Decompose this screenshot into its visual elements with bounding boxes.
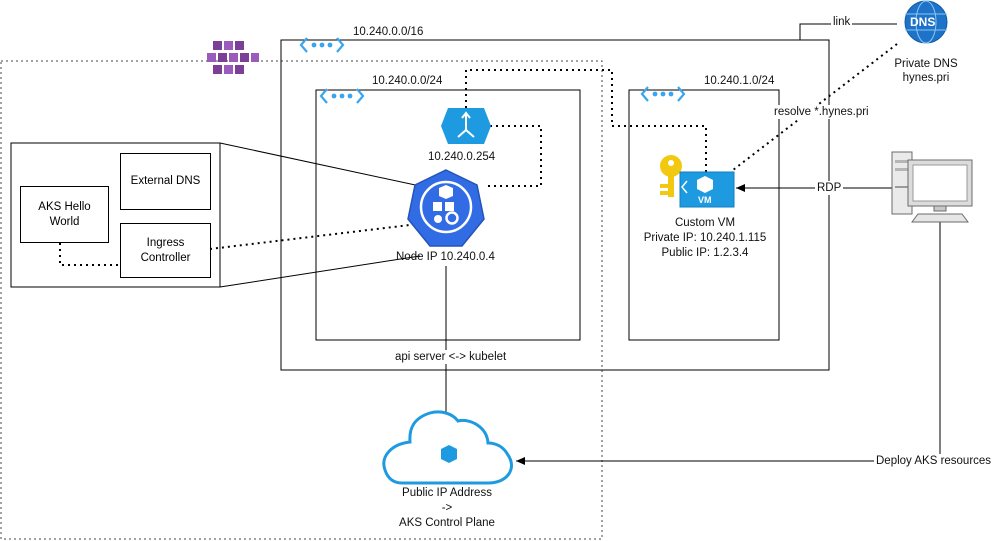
hello-to-ingress-dotted	[59, 243, 120, 266]
dns-zone-label: Private DNS hynes.pri	[876, 57, 976, 85]
lb-to-vm-dotted	[465, 69, 707, 172]
vm-details: Custom VM Private IP: 10.240.1.115 Publi…	[630, 216, 780, 261]
dns-link-line	[799, 23, 897, 40]
subnet-vm-icon	[640, 86, 686, 102]
container-registry-icon	[207, 41, 259, 74]
pod-zoom-callout	[10, 142, 221, 288]
pod-ingress-controller: Ingress Controller	[120, 223, 211, 278]
vm-badge-label: VM	[698, 195, 712, 205]
vnet-box	[280, 39, 830, 371]
subnet-aks-icon	[319, 88, 365, 104]
load-balancer-icon	[441, 108, 491, 144]
load-balancer-ip-label: 10.240.0.254	[428, 151, 496, 163]
pod-aks-hello-world: AKS Hello World	[20, 186, 109, 243]
vm-key-icon	[660, 155, 682, 197]
subnet-vm-box	[628, 89, 780, 341]
ingress-to-node-dotted	[209, 224, 411, 250]
kubernetes-icon	[407, 169, 485, 247]
vm-private-ip-label: Private IP: 10.240.1.115	[643, 232, 767, 244]
control-plane-line3: AKS Control Plane	[399, 517, 495, 529]
lb-to-node-dotted	[488, 125, 542, 187]
vnet-cidr-label: 10.240.0.0/16	[353, 26, 424, 38]
dns-globe-icon	[904, 0, 948, 44]
subnet-aks-box	[315, 89, 581, 341]
control-plane-label: Public IP Address -> AKS Control Plane	[372, 486, 522, 531]
desktop-computer-icon	[891, 151, 973, 223]
dns-icon-text: DNS	[910, 15, 936, 29]
vnet-icon	[299, 37, 345, 53]
control-plane-line2: ->	[441, 502, 453, 514]
vm-icon	[679, 171, 735, 208]
dns-resolve-label: resolve *.hynes.pri	[772, 105, 871, 119]
control-plane-line1: Public IP Address	[402, 487, 492, 499]
rdp-label: RDP	[815, 181, 844, 195]
pod-external-dns: External DNS	[120, 153, 211, 210]
deploy-label: Deploy AKS resources	[874, 454, 992, 468]
subnet-vm-cidr-label: 10.240.1.0/24	[704, 75, 775, 87]
subnet-aks-cidr-label: 10.240.0.0/24	[372, 75, 443, 87]
vm-name-label: Custom VM	[674, 217, 736, 229]
dns-zone-name-label: hynes.pri	[902, 72, 950, 84]
aks-node-ip-label: Node IP 10.240.0.4	[396, 251, 495, 263]
dns-link-label: link	[831, 15, 853, 29]
vm-public-ip-label: Public IP: 1.2.3.4	[661, 247, 749, 259]
dns-title-label: Private DNS	[894, 58, 958, 70]
api-kubelet-label: api server <-> kubelet	[393, 350, 509, 364]
resource-group-boundary	[0, 60, 603, 540]
